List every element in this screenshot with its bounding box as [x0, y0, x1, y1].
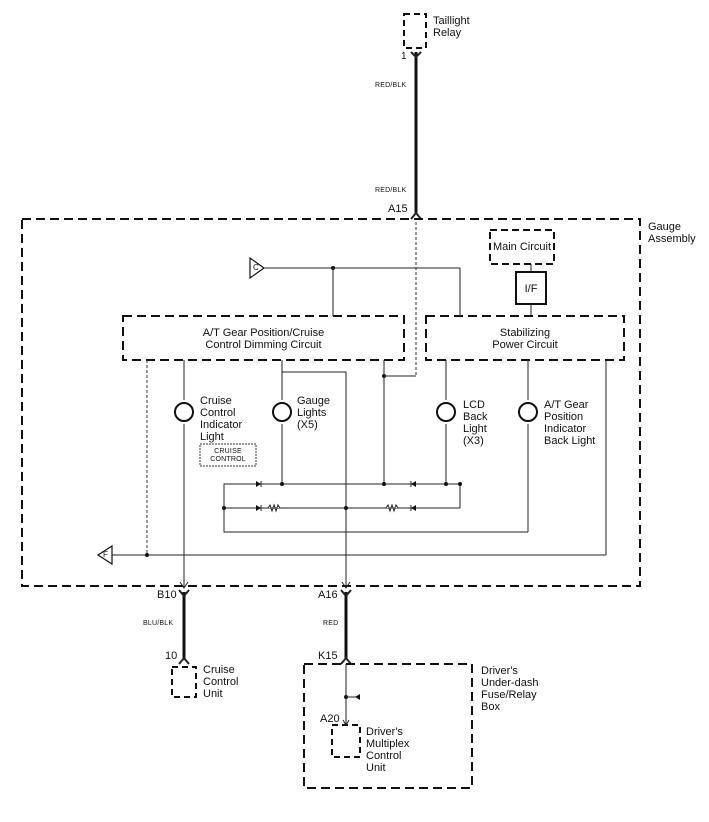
at-gear-back-light-label: A/T Gear Position Indicator Back Light	[544, 399, 596, 447]
taillight-relay-box	[403, 13, 427, 49]
cruise-indicator-bulb-icon	[174, 402, 194, 422]
connector-a15-label: A15	[388, 203, 408, 215]
gauge-lights-label: Gauge Lights (X5)	[297, 395, 331, 431]
wire-color-label: RED/BLK	[375, 82, 407, 89]
lcd-back-light-bulb-icon	[436, 402, 456, 422]
gauge-assembly-label: Gauge Assembly	[648, 221, 696, 245]
ref-f-label: F	[103, 550, 109, 559]
ref-c-triangle	[249, 256, 266, 280]
resistor-icon	[385, 503, 399, 513]
wire-color-label: RED	[323, 620, 339, 627]
under-dash-box-label: Driver's Under-dash Fuse/Relay Box	[481, 665, 539, 713]
gauge-assembly-frame	[21, 218, 641, 587]
stabilizing-power-label: Stabilizing Power Circuit	[492, 327, 558, 351]
main-circuit-label: Main Circuit	[492, 241, 552, 253]
under-dash-box-frame	[303, 663, 473, 789]
wire-color-label: RED/BLK	[375, 187, 407, 194]
if-label: I/F	[524, 283, 538, 295]
connector-a16-label: A16	[318, 589, 338, 601]
connector-k15-label: K15	[318, 650, 338, 662]
lcd-back-light-label: LCD Back Light (X3)	[463, 399, 488, 447]
relay-pin-label: 1	[401, 51, 407, 62]
diode-icon	[256, 481, 261, 487]
gauge-lights-bulb-icon	[272, 402, 292, 422]
diode-icon	[256, 505, 261, 511]
cruise-control-badge-label: CRUISE CONTROL	[210, 448, 246, 463]
at-gear-back-light-bulb-icon	[518, 402, 538, 422]
stabilizing-power-box	[425, 315, 625, 361]
relay-connector-icon	[410, 51, 422, 59]
cruise-control-unit-label: Cruise Control Unit	[203, 664, 239, 700]
dimming-circuit-box	[122, 315, 405, 361]
dimming-circuit-label: A/T Gear Position/Cruise Control Dimming…	[202, 327, 325, 351]
main-circuit-box	[489, 229, 555, 265]
cruise-pin-label: 10	[165, 650, 178, 662]
cruise-control-unit-box	[171, 666, 197, 698]
multiplex-unit-box	[331, 724, 361, 758]
connector-a20-label: A20	[320, 713, 340, 725]
multiplex-unit-label: Driver's Multiplex Control Unit	[366, 726, 410, 774]
taillight-relay-label: Taillight Relay	[433, 15, 470, 39]
ref-c-label: C	[253, 263, 259, 272]
resistor-icon	[267, 503, 281, 513]
diode-icon	[411, 505, 416, 511]
connector-b10-label: B10	[157, 589, 177, 601]
a15-connector-icon	[410, 211, 422, 220]
diode-icon	[411, 481, 416, 487]
wire-color-label: BLU/BLK	[143, 620, 174, 627]
cruise-indicator-label: Cruise Control Indicator Light	[200, 395, 243, 443]
cruise-control-badge	[199, 443, 257, 467]
